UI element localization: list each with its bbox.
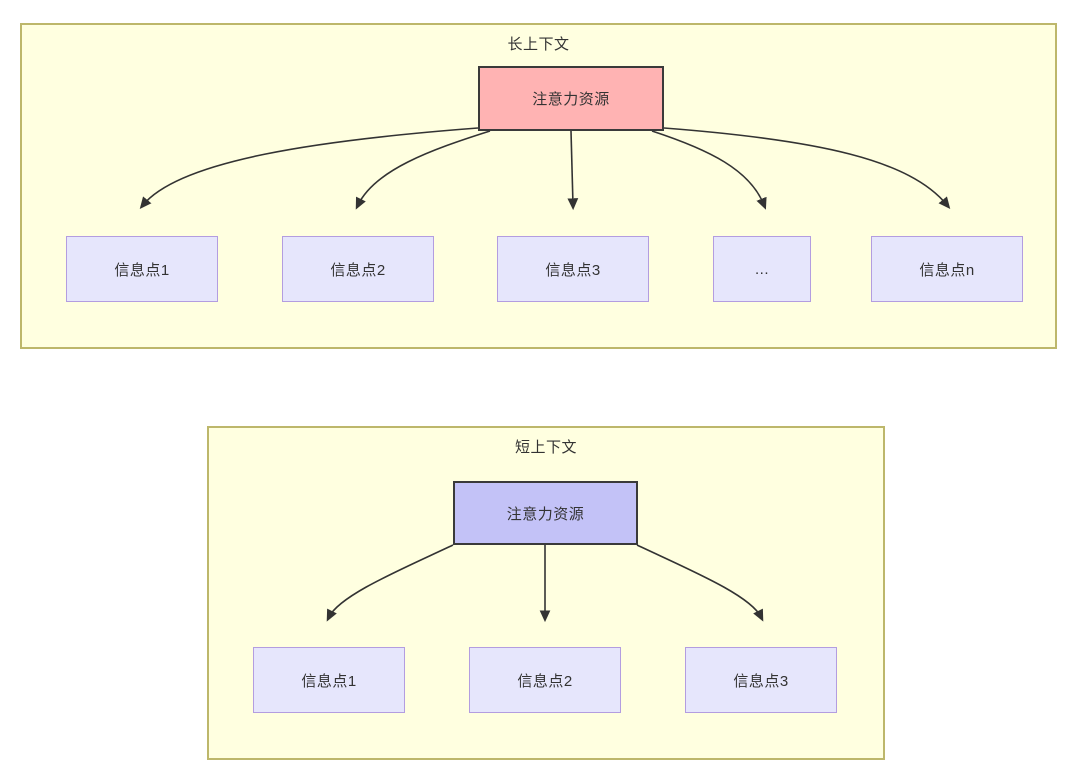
node-info-point-1-long-label: 信息点1	[114, 261, 170, 279]
node-info-point-1-short-label: 信息点1	[301, 672, 357, 690]
node-info-point-2-short-label: 信息点2	[517, 672, 573, 690]
node-info-point-1-short[interactable]: 信息点1	[253, 647, 405, 713]
panel-short-context-title: 短上下文	[514, 439, 577, 456]
node-info-point-1-long[interactable]: 信息点1	[66, 236, 218, 302]
node-info-point-n-long-label: 信息点n	[919, 261, 975, 279]
node-attention-resource-long[interactable]: 注意力资源	[478, 66, 664, 131]
node-attention-resource-long-label: 注意力资源	[532, 91, 610, 108]
node-info-point-3-short-label: 信息点3	[733, 672, 789, 690]
node-info-point-2-long[interactable]: 信息点2	[282, 236, 434, 302]
node-attention-resource-short[interactable]: 注意力资源	[453, 481, 638, 545]
node-info-point-ellipsis-long-label: ...	[754, 260, 769, 278]
node-info-point-3-short[interactable]: 信息点3	[685, 647, 837, 713]
node-info-point-ellipsis-long[interactable]: ...	[713, 236, 811, 302]
node-attention-resource-short-label: 注意力资源	[506, 505, 585, 523]
node-info-point-n-long[interactable]: 信息点n	[871, 236, 1023, 302]
node-info-point-3-long[interactable]: 信息点3	[497, 236, 649, 302]
node-info-point-3-long-label: 信息点3	[545, 261, 601, 279]
node-info-point-2-short[interactable]: 信息点2	[469, 647, 621, 713]
node-info-point-2-long-label: 信息点2	[330, 261, 386, 279]
panel-long-context-title: 长上下文	[507, 36, 570, 53]
